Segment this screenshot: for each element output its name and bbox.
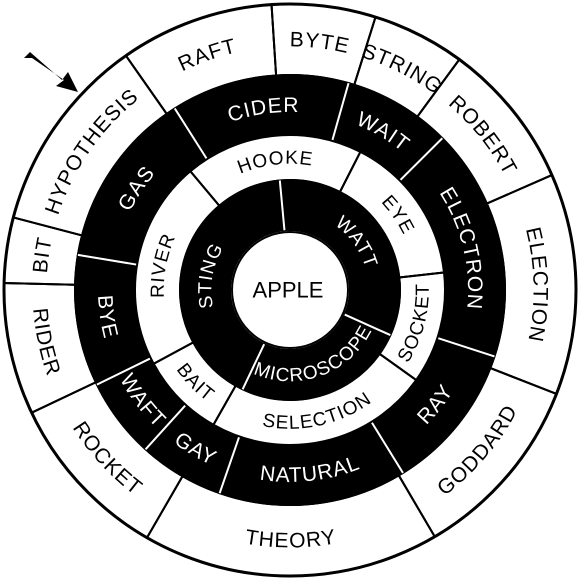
divider-inner-1 [344, 313, 391, 337]
divider-second-2 [399, 271, 445, 279]
arrow-icon [24, 52, 78, 92]
divider-inner-0 [278, 180, 286, 231]
divider-outer-7 [146, 475, 184, 539]
divider-outer-3 [416, 58, 461, 118]
divider-outer-1 [270, 4, 278, 76]
center-word: APPLE [253, 278, 324, 303]
divider-second-0 [189, 170, 221, 207]
divider-third-1 [331, 82, 350, 142]
segment-inner-1 [241, 313, 392, 401]
divider-inner-2 [241, 343, 266, 390]
divider-outer-10 [13, 216, 83, 237]
divider-outer-9 [4, 282, 76, 286]
divider-outer-2 [353, 16, 377, 86]
divider-third-8 [77, 253, 138, 266]
divider-outer-6 [397, 474, 436, 538]
word-outer-9: BIT [29, 235, 57, 274]
divider-third-2 [399, 137, 443, 182]
segment-inner-0 [278, 179, 401, 337]
divider-third-6 [144, 404, 187, 450]
divider-outer-8 [31, 381, 97, 414]
divider-third-4 [370, 421, 404, 474]
divider-second-5 [153, 341, 194, 365]
divider-outer-5 [489, 367, 557, 395]
divider-second-4 [212, 385, 237, 426]
center-circle [231, 231, 349, 349]
divider-third-3 [437, 336, 495, 358]
segment-inner-2 [179, 179, 286, 391]
divider-second-3 [378, 353, 417, 381]
word-outer-6: THEORY [244, 525, 338, 552]
divider-outer-4 [486, 174, 553, 205]
divider-outer-0 [125, 55, 168, 115]
divider-third-7 [96, 357, 152, 386]
divider-third-0 [173, 107, 208, 160]
divider-second-1 [339, 151, 362, 193]
divider-third-5 [218, 436, 241, 494]
